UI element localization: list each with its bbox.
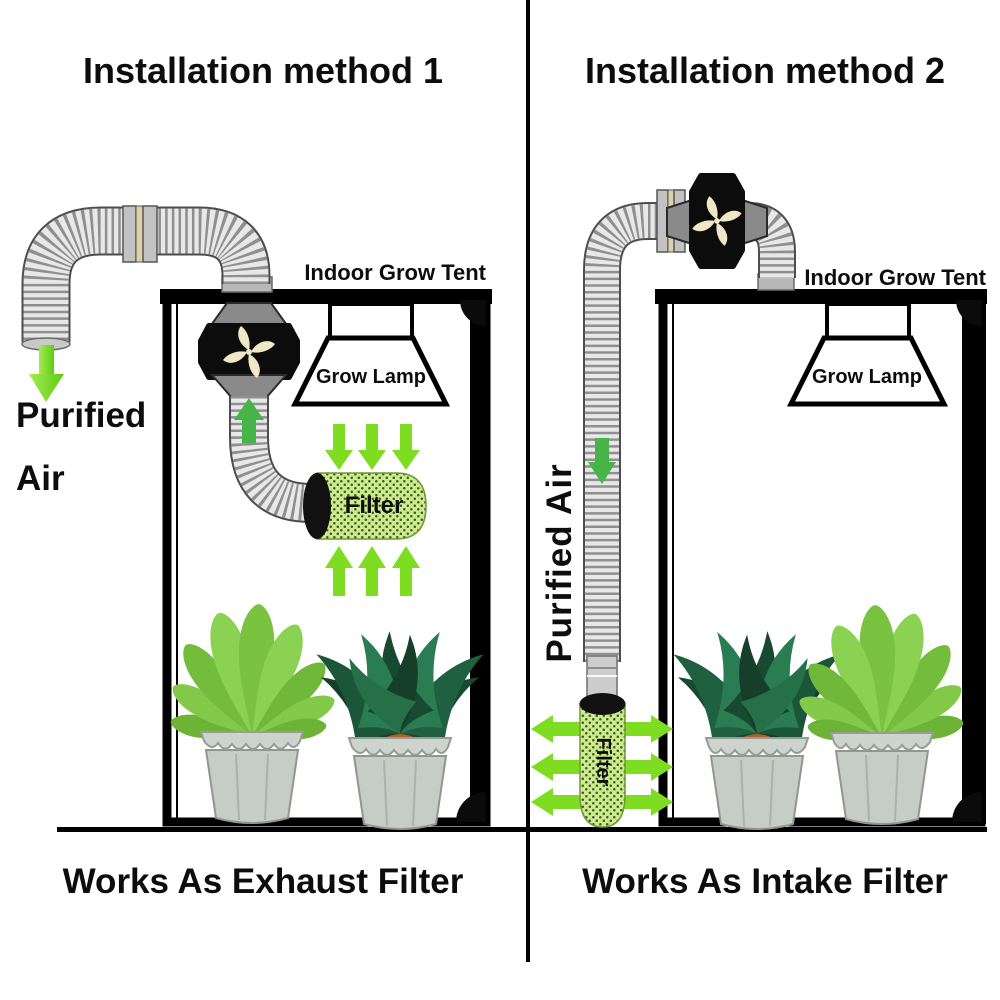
- title-method-1: Installation method 1: [82, 50, 444, 91]
- purified-air-line1-left: Purified: [16, 396, 147, 435]
- lamp-label-right: Grow Lamp: [811, 366, 922, 388]
- panel-divider: [526, 0, 530, 962]
- plant-fern-right: [795, 604, 968, 824]
- duct-fan-left: [198, 302, 300, 399]
- grow-tent-right: [655, 273, 987, 827]
- tent-label-right: Indoor Grow Tent: [804, 265, 986, 290]
- airflow-arrow-up-in-duct: [234, 398, 264, 443]
- title-method-2: Installation method 2: [584, 50, 946, 91]
- duct-sleeve: [586, 655, 618, 701]
- airflow-arrow-down-in-duct: [588, 438, 616, 484]
- grow-lamp-left: [290, 302, 451, 407]
- grow-lamp-right: [786, 302, 949, 407]
- panel-method-1: [21, 205, 492, 829]
- tent-label-left: Indoor Grow Tent: [304, 260, 486, 285]
- filter-label-left: Filter: [344, 492, 404, 519]
- purified-air-label-right: Purified Air: [540, 463, 579, 663]
- filter-right: [579, 655, 626, 828]
- filter-end-cap: [303, 473, 331, 539]
- filter-label-right: Filter: [592, 737, 614, 787]
- tent-corner-top-right: [460, 300, 486, 326]
- tent-corner-bottom-right: [456, 792, 486, 822]
- tent-corner-bottom-right: [952, 792, 982, 822]
- filter-intake-arrows-left: [325, 424, 420, 596]
- duct-clamp-left: [122, 205, 158, 263]
- baseline-right: [530, 827, 987, 832]
- purified-air-line2-left: Air: [16, 459, 65, 498]
- caption-method-2: Works As Intake Filter: [582, 862, 948, 901]
- filter-end-cap: [579, 693, 626, 715]
- filter-left: [303, 472, 427, 540]
- grow-tent-left: [160, 276, 492, 827]
- lamp-label-left: Grow Lamp: [315, 366, 426, 388]
- caption-method-1: Works As Exhaust Filter: [62, 862, 464, 901]
- exhaust-duct-left: [21, 205, 271, 351]
- purified-air-arrow-down: [29, 345, 64, 402]
- baseline-left: [57, 827, 526, 832]
- plant-palm-left: [316, 631, 483, 829]
- tent-corner-top-right: [956, 300, 982, 326]
- panel-method-2: [531, 173, 987, 829]
- intake-duct-right: [583, 189, 796, 662]
- duct-fan-right: [666, 173, 768, 269]
- fan-to-filter-duct: [229, 396, 312, 523]
- filter-airflow-arrows-right: [531, 715, 673, 816]
- plant-fern-left: [167, 603, 340, 823]
